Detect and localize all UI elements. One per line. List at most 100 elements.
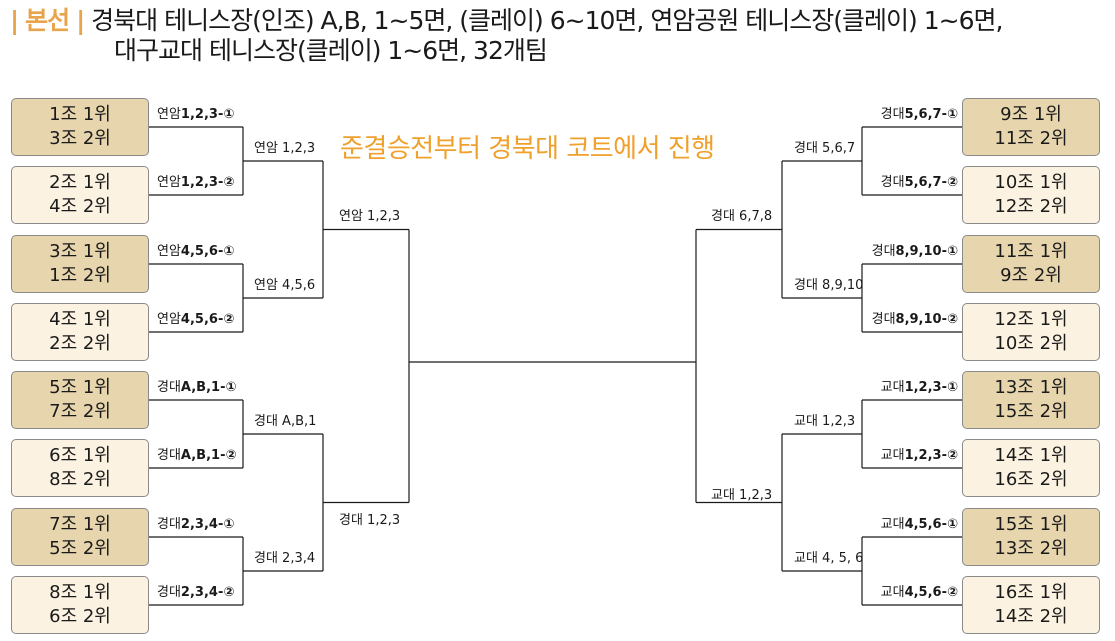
venue-name: 경대 bbox=[871, 244, 896, 259]
court-numbers: 4,5,6 bbox=[180, 312, 218, 327]
round2-label: 교대 4, 5, 6 bbox=[794, 551, 864, 566]
round2-label: 연암 1,2,3 bbox=[254, 141, 316, 156]
match-number: -② bbox=[941, 448, 958, 463]
court-numbers: 1,2,3 bbox=[180, 175, 218, 190]
court-numbers: 1,2,3 bbox=[904, 448, 942, 463]
match-number: -① bbox=[220, 380, 237, 395]
team-seed-first: 6조 1위 bbox=[49, 445, 111, 466]
venue-name: 경대 bbox=[157, 585, 181, 600]
match-label: 교대1,2,3-① bbox=[881, 380, 958, 396]
match-number: -② bbox=[217, 312, 235, 327]
team-pair-box: 15조 1위 13조 2위 bbox=[962, 508, 1100, 566]
team-seed-first: 3조 1위 bbox=[49, 241, 111, 262]
round2-label: 경대 5,6,7 bbox=[794, 141, 856, 156]
match-number: -② bbox=[217, 585, 235, 600]
team-seed-second: 1조 2위 bbox=[49, 265, 111, 286]
court-numbers: A,B,1 bbox=[180, 448, 221, 463]
team-seed-second: 8조 2위 bbox=[49, 469, 111, 490]
court-numbers: 4,5,6 bbox=[904, 517, 942, 532]
venue-name: 교대 bbox=[880, 517, 905, 532]
team-seed-first: 9조 1위 bbox=[1000, 104, 1062, 125]
match-number: -② bbox=[941, 312, 958, 327]
venue-name: 연암 bbox=[157, 244, 181, 259]
venue-name: 경대 bbox=[157, 380, 181, 395]
round3-label: 연암 1,2,3 bbox=[339, 208, 401, 224]
team-seed-second: 16조 2위 bbox=[994, 469, 1068, 490]
match-label: 경대A,B,1-① bbox=[157, 380, 236, 396]
team-pair-box: 2조 1위 4조 2위 bbox=[11, 166, 149, 224]
match-number: -② bbox=[217, 175, 235, 190]
venue-name: 경대 bbox=[157, 448, 181, 463]
round2-label: 경대 2,3,4 bbox=[254, 551, 316, 566]
team-seed-second: 10조 2위 bbox=[994, 333, 1068, 354]
venue-name: 교대 bbox=[880, 380, 905, 395]
court-numbers: 5,6,7 bbox=[904, 107, 942, 122]
court-numbers: 1,2,3 bbox=[180, 107, 218, 122]
court-numbers: 1,2,3 bbox=[904, 380, 942, 395]
match-label: 경대5,6,7-① bbox=[881, 107, 958, 123]
team-seed-second: 4조 2위 bbox=[49, 196, 111, 217]
team-seed-first: 2조 1위 bbox=[49, 172, 111, 193]
team-seed-second: 13조 2위 bbox=[994, 538, 1068, 559]
venue-info-line-2: 대구교대 테니스장(클레이) 1~6면, 32개팀 bbox=[114, 36, 548, 65]
header-bar-left: | bbox=[10, 6, 19, 35]
match-label: 연암4,5,6-② bbox=[157, 312, 234, 328]
venue-name: 경대 bbox=[880, 175, 905, 190]
court-numbers: A,B,1 bbox=[180, 380, 221, 395]
team-seed-first: 15조 1위 bbox=[994, 514, 1068, 535]
team-seed-first: 13조 1위 bbox=[994, 377, 1068, 398]
court-numbers: 4,5,6 bbox=[180, 244, 218, 259]
team-seed-second: 2조 2위 bbox=[49, 333, 111, 354]
court-numbers: 2,3,4 bbox=[180, 517, 218, 532]
match-number: -① bbox=[217, 517, 235, 532]
match-number: -① bbox=[941, 107, 958, 122]
team-pair-box: 6조 1위 8조 2위 bbox=[11, 439, 149, 497]
team-seed-first: 4조 1위 bbox=[49, 309, 111, 330]
match-number: -① bbox=[941, 517, 958, 532]
match-number: -② bbox=[941, 175, 958, 190]
match-label: 경대8,9,10-① bbox=[872, 244, 958, 260]
match-label: 경대5,6,7-② bbox=[881, 175, 958, 191]
team-pair-box: 4조 1위 2조 2위 bbox=[11, 303, 149, 361]
team-seed-first: 10조 1위 bbox=[994, 172, 1068, 193]
match-number: -① bbox=[941, 380, 958, 395]
team-pair-box: 1조 1위 3조 2위 bbox=[11, 98, 149, 156]
round3-label: 경대 1,2,3 bbox=[339, 512, 401, 528]
team-seed-second: 14조 2위 bbox=[994, 606, 1068, 627]
semifinal-announcement: 준결승전부터 경북대 코트에서 진행 bbox=[340, 134, 715, 164]
round3-label: 경대 6,7,8 bbox=[711, 208, 773, 224]
team-seed-first: 5조 1위 bbox=[49, 377, 111, 398]
page-header: | 본선 | 경북대 테니스장(인조) A,B, 1~5면, (클레이) 6~1… bbox=[10, 6, 1003, 66]
team-seed-first: 7조 1위 bbox=[49, 514, 111, 535]
round2-label: 교대 1,2,3 bbox=[794, 414, 856, 429]
team-seed-second: 7조 2위 bbox=[49, 401, 111, 422]
team-seed-second: 11조 2위 bbox=[994, 128, 1068, 149]
team-pair-box: 14조 1위 16조 2위 bbox=[962, 439, 1100, 497]
round2-label: 경대 A,B,1 bbox=[254, 414, 317, 429]
header-line-1: | 본선 | 경북대 테니스장(인조) A,B, 1~5면, (클레이) 6~1… bbox=[10, 6, 1003, 36]
venue-name: 연암 bbox=[157, 107, 181, 122]
team-seed-first: 11조 1위 bbox=[994, 241, 1068, 262]
venue-name: 경대 bbox=[157, 517, 181, 532]
team-pair-box: 12조 1위 10조 2위 bbox=[962, 303, 1100, 361]
round2-label: 연암 4,5,6 bbox=[254, 278, 316, 293]
match-label: 교대4,5,6-① bbox=[881, 517, 958, 533]
court-numbers: 5,6,7 bbox=[904, 175, 942, 190]
match-number: -① bbox=[217, 107, 235, 122]
team-seed-first: 14조 1위 bbox=[994, 445, 1068, 466]
venue-name: 교대 bbox=[880, 448, 905, 463]
team-seed-first: 8조 1위 bbox=[49, 582, 111, 603]
team-seed-second: 9조 2위 bbox=[1000, 265, 1062, 286]
match-label: 연암1,2,3-① bbox=[157, 107, 234, 123]
match-number: -① bbox=[941, 244, 958, 259]
team-pair-box: 5조 1위 7조 2위 bbox=[11, 371, 149, 429]
match-number: -② bbox=[941, 585, 958, 600]
team-seed-first: 1조 1위 bbox=[49, 104, 111, 125]
team-seed-first: 12조 1위 bbox=[994, 309, 1068, 330]
court-numbers: 4,5,6 bbox=[904, 585, 942, 600]
team-seed-second: 3조 2위 bbox=[49, 128, 111, 149]
match-number: -① bbox=[217, 244, 235, 259]
